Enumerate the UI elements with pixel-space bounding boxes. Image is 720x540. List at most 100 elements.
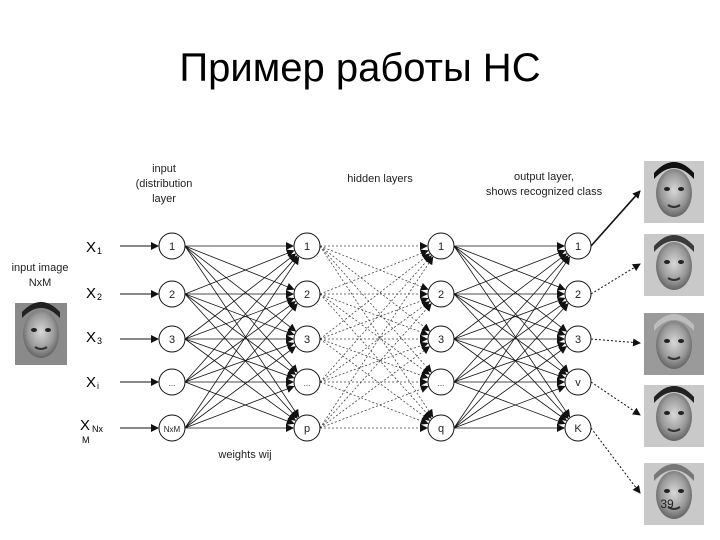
- output-face-photo-icon: [644, 234, 704, 296]
- weight-connection: [319, 381, 429, 425]
- weight-connection: [184, 338, 295, 380]
- hidden-layers-label: hidden layers: [347, 173, 413, 185]
- input-image-label-line1: input image: [12, 262, 69, 274]
- output-face-photo-icon: [644, 463, 704, 525]
- weight-connection: [319, 245, 431, 332]
- weight-connection: [453, 341, 566, 383]
- hidden1-node-4: ...: [293, 368, 321, 396]
- weight-connection: [453, 245, 568, 332]
- hidden2-node-5: q: [427, 414, 455, 442]
- weight-connection: [453, 256, 571, 429]
- hidden2-node-4: ...: [427, 368, 455, 396]
- svg-text:1: 1: [97, 246, 102, 256]
- output-node-1: 1: [564, 232, 592, 260]
- weight-connection: [453, 297, 566, 340]
- weight-connection: [184, 381, 295, 425]
- weight-connection: [319, 245, 429, 291]
- input-face-photo-icon: [15, 302, 67, 365]
- network-connections: [120, 190, 641, 494]
- weight-connection: [319, 346, 431, 429]
- weight-connection: [319, 255, 432, 383]
- input-node-2: 2: [158, 280, 186, 308]
- weight-connection: [453, 245, 571, 418]
- svg-text:X: X: [86, 374, 96, 391]
- weight-connection: [184, 341, 295, 383]
- svg-text:p: p: [304, 423, 310, 435]
- weight-connection: [453, 338, 566, 380]
- hidden2-node-1: 1: [427, 232, 455, 260]
- svg-text:M: M: [82, 435, 90, 445]
- hidden1-node-5: p: [293, 414, 321, 442]
- output-node-5: K: [564, 414, 592, 442]
- input-node-3: 3: [158, 325, 186, 353]
- weight-connection: [319, 338, 429, 380]
- svg-text:X: X: [80, 417, 90, 434]
- output-face-photo-icon: [644, 385, 704, 447]
- input-xi-label: X i: [86, 374, 99, 391]
- weight-connection: [319, 245, 432, 373]
- weight-connection: [184, 346, 297, 429]
- weight-connection: [184, 245, 295, 291]
- svg-text:i: i: [97, 381, 99, 391]
- input-node-1: 1: [158, 232, 186, 260]
- weight-connection: [184, 253, 297, 340]
- svg-text:3: 3: [97, 336, 102, 346]
- weight-connection: [319, 256, 434, 429]
- output-face-photo-icon: [644, 161, 704, 223]
- svg-text:3: 3: [575, 334, 581, 346]
- input-xnxm-label: X Nx M: [80, 417, 103, 445]
- network-nodes: 1 2 3... NxM 1 2 3... p 1 2 3... q 1 2 3 vK: [158, 232, 592, 442]
- output-arrow: [590, 381, 641, 416]
- slide-title: Пример работы НС: [179, 46, 541, 90]
- weight-connection: [184, 249, 295, 295]
- output-arrow: [590, 263, 641, 295]
- weight-connection: [184, 293, 297, 375]
- svg-text:...: ...: [169, 379, 176, 388]
- svg-text:X: X: [86, 239, 96, 256]
- output-arrow: [590, 338, 641, 347]
- weight-connection: [453, 385, 566, 429]
- svg-text:K: K: [574, 423, 582, 435]
- hidden2-node-2: 2: [427, 280, 455, 308]
- input-node-4: ...: [158, 368, 186, 396]
- svg-text:1: 1: [304, 241, 310, 253]
- input-x2-label: X 2: [86, 285, 102, 302]
- weight-connection: [453, 253, 568, 340]
- hidden1-node-3: 3: [293, 325, 321, 353]
- weight-connection: [319, 293, 431, 375]
- input-image-label-line2: NxM: [29, 277, 52, 289]
- weights-label: weights wij: [217, 449, 271, 461]
- svg-text:2: 2: [169, 289, 175, 301]
- output-node-2: 2: [564, 280, 592, 308]
- weight-connection: [453, 303, 569, 429]
- output-layer-label-line1: output layer,: [514, 171, 574, 183]
- svg-text:1: 1: [169, 241, 175, 253]
- output-node-4: v: [564, 368, 592, 396]
- weight-connection: [184, 256, 300, 429]
- output-face-photo-icon: [644, 313, 704, 375]
- weight-connection: [453, 338, 568, 421]
- hidden1-node-2: 2: [293, 280, 321, 308]
- output-arrow: [590, 190, 641, 247]
- input-layer-label-line3: layer: [152, 193, 176, 205]
- svg-text:3: 3: [438, 334, 444, 346]
- svg-text:2: 2: [304, 289, 310, 301]
- svg-text:NxM: NxM: [164, 425, 181, 434]
- weight-connection: [184, 338, 297, 421]
- weight-connection: [453, 300, 568, 383]
- hidden1-node-1: 1: [293, 232, 321, 260]
- weight-connection: [319, 341, 429, 383]
- svg-text:3: 3: [169, 334, 175, 346]
- weight-connection: [319, 301, 431, 383]
- weight-connection: [184, 245, 297, 332]
- weight-connection: [319, 253, 431, 340]
- weight-connection: [453, 293, 568, 376]
- input-layer-label-line2: (distribution: [136, 178, 193, 190]
- weight-connection: [453, 381, 566, 425]
- input-x1-label: X 1: [86, 239, 102, 256]
- svg-text:2: 2: [97, 292, 102, 302]
- weight-connection: [184, 301, 297, 383]
- weight-connection: [184, 255, 298, 383]
- svg-text:2: 2: [575, 289, 581, 301]
